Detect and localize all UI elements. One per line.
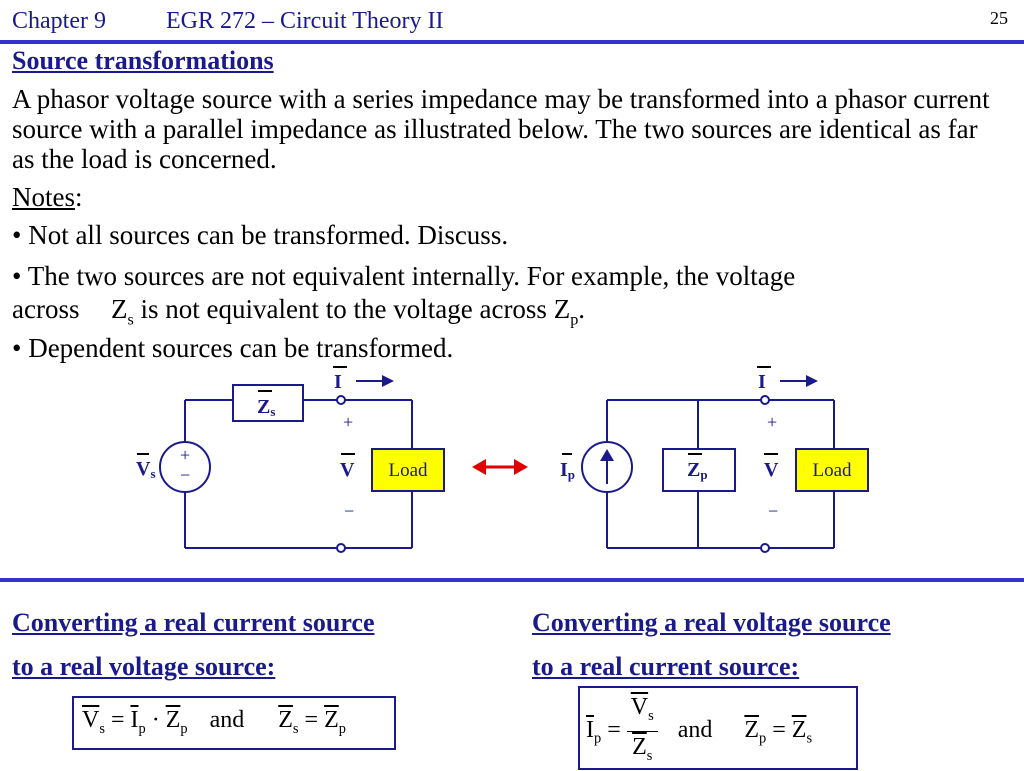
eq-r-equals-1: = xyxy=(607,716,621,743)
eq-r-i: I xyxy=(586,716,594,743)
eq-l-and: and xyxy=(209,707,245,733)
eq-r-z: Z xyxy=(744,716,760,743)
left-terminal-top xyxy=(336,395,346,405)
note-bullet-3: • Dependent sources can be transformed. xyxy=(12,333,454,363)
left-load-box xyxy=(371,448,445,492)
right-section-heading-1: Converting a real voltage source xyxy=(532,608,891,637)
eq-r-z-sub: p xyxy=(759,730,767,747)
header-course: EGR 272 – Circuit Theory II xyxy=(166,8,444,34)
eq-r-num-sub: s xyxy=(648,707,654,724)
note-2b-zs-sub: s xyxy=(127,310,134,329)
circuit-diagram: I Zs Vs + − + V − Load I Ip Zp + V − Loa… xyxy=(136,366,869,553)
note-1-text: Not all sources can be transformed. Disc… xyxy=(28,220,509,250)
left-terminal-bottom xyxy=(336,543,346,553)
note-2b-zs: Z xyxy=(110,294,128,324)
eq-r-den: Z xyxy=(632,733,647,760)
eq-r-z2-sub: s xyxy=(806,730,813,747)
right-current-arrowhead-icon xyxy=(806,375,818,387)
zs-label: Zs xyxy=(257,396,275,419)
right-circuit xyxy=(606,399,835,549)
note-2b-across: across xyxy=(12,294,80,324)
right-section-heading-2: to a real current source: xyxy=(532,652,800,681)
left-current-arrowhead-icon xyxy=(382,375,394,387)
note-3-text: Dependent sources can be transformed. xyxy=(28,333,454,363)
notes-heading: Notes: xyxy=(12,182,83,212)
note-2b-zp-sub: p xyxy=(570,310,579,329)
eq-r-equals-2: = xyxy=(772,716,786,743)
right-load-label: Load xyxy=(812,460,852,481)
ip-label: Ip xyxy=(560,459,575,482)
left-plus: + xyxy=(343,412,353,432)
eq-r-and: and xyxy=(677,716,713,743)
eq-l-z2-sub: s xyxy=(292,720,299,737)
eq-l-v-sub: s xyxy=(99,720,105,737)
left-equation: Vs = Ip · Zp and Zs = Zp xyxy=(82,707,346,738)
right-minus: − xyxy=(768,501,778,521)
left-equation-box: Vs = Ip · Zp and Zs = Zp xyxy=(72,696,396,750)
right-equation-box: Ip = Vs Zs and Zp = Zs xyxy=(578,686,858,770)
intro-paragraph: A phasor voltage source with a series im… xyxy=(12,84,990,174)
note-2-text: The two sources are not equivalent inter… xyxy=(27,261,796,291)
eq-l-i: I xyxy=(130,707,139,733)
left-section-heading-2: to a real voltage source: xyxy=(12,652,276,681)
header-divider xyxy=(0,40,1024,44)
vs-minus: − xyxy=(180,465,190,485)
transform-double-arrow-icon xyxy=(472,459,528,475)
eq-l-z3-sub: p xyxy=(338,720,346,737)
eq-l-z3: Z xyxy=(324,707,339,733)
note-bullet-1: • Not all sources can be transformed. Di… xyxy=(12,220,509,250)
header-chapter: Chapter 9 xyxy=(12,8,106,34)
left-v-label: V xyxy=(340,459,355,481)
eq-r-i-sub: p xyxy=(594,730,602,747)
right-terminal-top xyxy=(760,395,770,405)
left-section-heading-1: Converting a real current source xyxy=(12,608,375,637)
eq-l-i-sub: p xyxy=(138,720,146,737)
left-load-label: Load xyxy=(388,460,428,481)
vs-label: Vs xyxy=(136,458,156,481)
eq-r-den-sub: s xyxy=(646,747,653,764)
right-v-label: V xyxy=(764,459,779,481)
note-2b-mid: is not equivalent to the voltage across … xyxy=(140,294,571,324)
eq-l-z-sub: p xyxy=(180,720,188,737)
right-terminal-bottom xyxy=(760,543,770,553)
eq-l-z: Z xyxy=(165,707,181,733)
eq-l-v: V xyxy=(82,707,100,733)
eq-l-equals-2: = xyxy=(304,707,319,733)
note-2b-end: . xyxy=(578,294,586,324)
current-source-arrowhead-icon xyxy=(600,449,614,461)
right-plus: + xyxy=(767,412,777,432)
eq-l-z2: Z xyxy=(278,707,293,733)
eq-r-z2: Z xyxy=(791,716,807,743)
zp-label: Zp xyxy=(687,459,708,482)
left-current-label: I xyxy=(334,371,342,393)
left-circuit xyxy=(184,399,413,549)
voltage-source-icon xyxy=(159,441,211,493)
vs-plus: + xyxy=(180,445,190,465)
page-number: 25 xyxy=(990,8,1008,28)
eq-r-num: V xyxy=(630,694,649,720)
note-bullet-2: • The two sources are not equivalent int… xyxy=(12,261,796,291)
eq-l-dot: · xyxy=(151,707,160,733)
right-load-box xyxy=(795,448,869,492)
eq-l-equals-1: = xyxy=(110,707,125,733)
note-bullet-2-cont: across Zs is not equivalent to the volta… xyxy=(12,294,585,334)
section-divider xyxy=(0,578,1024,582)
left-minus: − xyxy=(344,501,354,521)
page-title: Source transformations xyxy=(12,46,274,75)
zp-impedance-box xyxy=(662,448,736,492)
right-current-label: I xyxy=(758,371,766,393)
notes-label: Notes xyxy=(12,182,75,212)
right-equation: Ip = Vs Zs and Zp = Zs xyxy=(586,692,812,771)
eq-r-fraction: Vs Zs xyxy=(626,692,658,771)
